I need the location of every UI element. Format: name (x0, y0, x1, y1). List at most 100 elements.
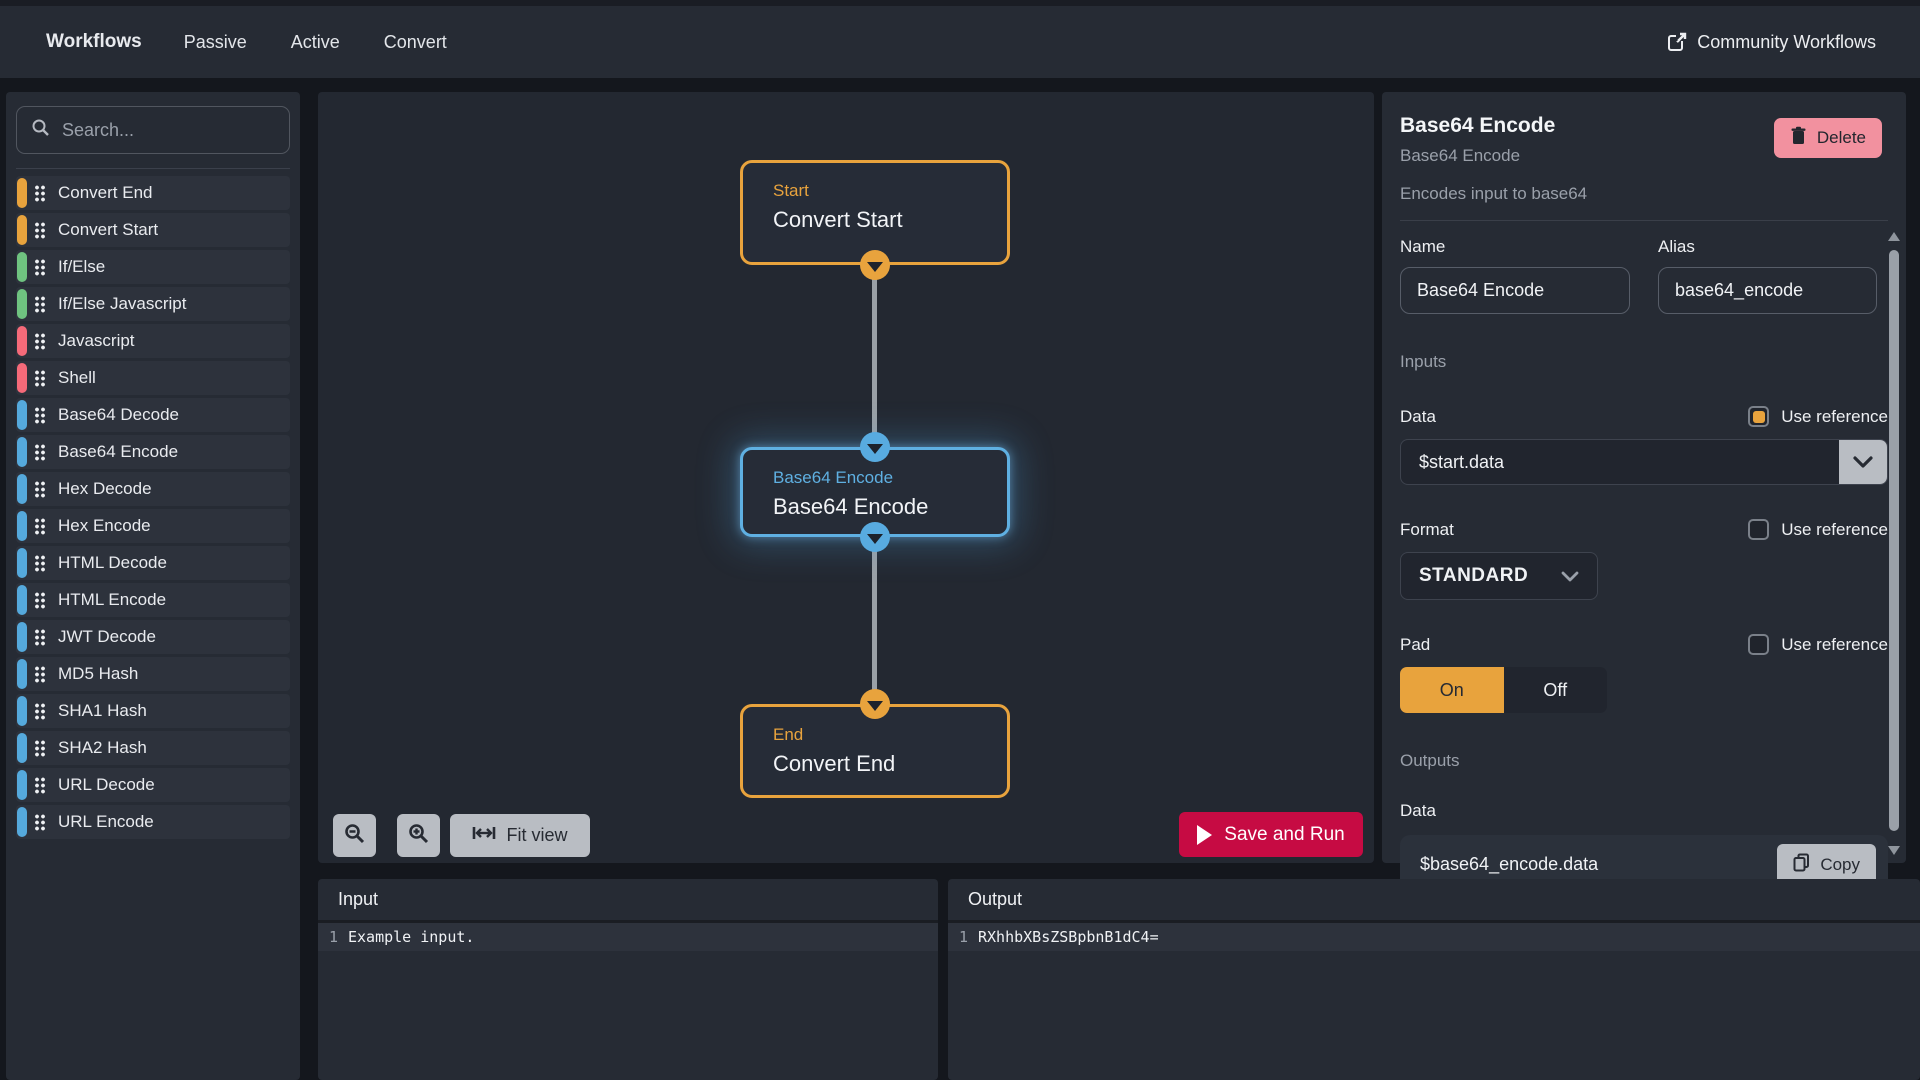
copy-button[interactable]: Copy (1777, 843, 1876, 886)
palette-item[interactable]: Base64 Decode (16, 398, 290, 432)
node-name: Convert End (773, 751, 896, 776)
format-use-reference-checkbox[interactable] (1748, 519, 1770, 540)
name-input[interactable] (1400, 267, 1630, 314)
save-and-run-label: Save and Run (1224, 823, 1345, 845)
drag-handle-icon (34, 443, 45, 461)
tab-active[interactable]: Active (290, 31, 340, 52)
format-select[interactable]: STANDARD (1400, 552, 1598, 600)
drag-handle-icon (34, 702, 45, 720)
input-line[interactable]: 1 Example input. (318, 923, 938, 951)
palette-item[interactable]: MD5 Hash (16, 657, 290, 691)
palette-item-accent (17, 733, 27, 763)
palette-item[interactable]: Base64 Encode (16, 435, 290, 469)
node-name: Convert Start (773, 207, 903, 232)
palette-item[interactable]: Convert End (16, 176, 290, 210)
palette-item-accent (17, 659, 27, 689)
input-line-text: Example input. (348, 928, 475, 946)
tab-passive[interactable]: Passive (183, 31, 247, 52)
palette-item-label: Hex Decode (58, 479, 152, 498)
palette-item-label: Convert End (58, 183, 153, 202)
palette-item-label: HTML Decode (58, 553, 167, 572)
search-icon (31, 118, 50, 142)
palette-item-accent (17, 807, 27, 837)
node-kind-label: Start (773, 181, 809, 200)
palette-item[interactable]: HTML Decode (16, 546, 290, 580)
palette-item[interactable]: Shell (16, 361, 290, 395)
scroll-down-icon[interactable] (1888, 846, 1900, 855)
palette-item-label: If/Else (58, 257, 106, 276)
palette-item-label: JWT Decode (58, 627, 156, 646)
copy-icon (1793, 853, 1810, 877)
handle-encode-input[interactable] (860, 432, 890, 462)
zoom-out-icon (344, 823, 365, 849)
community-workflows-link[interactable]: Community Workflows (1667, 32, 1876, 53)
pad-use-reference[interactable]: Use reference (1748, 634, 1888, 655)
palette-item-accent (17, 400, 27, 430)
line-number: 1 (328, 928, 338, 946)
zoom-in-button[interactable] (397, 814, 440, 857)
zoom-out-button[interactable] (333, 814, 376, 857)
palette-item[interactable]: Hex Decode (16, 472, 290, 506)
palette-item-accent (17, 474, 27, 504)
save-and-run-button[interactable]: Save and Run (1179, 812, 1363, 857)
checkbox-checked-fill (1752, 410, 1765, 423)
palette-item[interactable]: Convert Start (16, 213, 290, 247)
workflow-canvas[interactable]: Start Convert Start Base64 Encode Base64… (318, 92, 1374, 863)
handle-start-output[interactable] (860, 250, 890, 280)
palette-item-label: If/Else Javascript (58, 294, 187, 313)
scrollbar-thumb[interactable] (1889, 250, 1899, 831)
pad-off-button[interactable]: Off (1503, 667, 1607, 713)
palette-item[interactable]: If/Else Javascript (16, 287, 290, 321)
use-reference-label: Use reference (1781, 634, 1888, 654)
data-reference-select[interactable]: $start.data (1400, 439, 1888, 485)
format-use-reference[interactable]: Use reference (1748, 519, 1888, 540)
data-reference-dropdown-button[interactable] (1839, 440, 1887, 484)
palette-item-accent (17, 585, 27, 615)
pad-on-button[interactable]: On (1400, 667, 1504, 713)
palette-item-label: Convert Start (58, 220, 159, 239)
name-field: Name (1400, 237, 1630, 314)
palette-item-accent (17, 252, 27, 282)
outputs-heading: Outputs (1400, 751, 1460, 770)
palette-item[interactable]: URL Decode (16, 768, 290, 802)
handle-encode-output[interactable] (860, 522, 890, 552)
palette-item[interactable]: Javascript (16, 324, 290, 358)
palette-item-accent (17, 770, 27, 800)
palette-item[interactable]: HTML Encode (16, 583, 290, 617)
name-alias-row: Name Alias (1400, 237, 1888, 314)
palette-item[interactable]: Hex Encode (16, 509, 290, 543)
palette-item-accent (17, 326, 27, 356)
palette-item-label: Shell (58, 368, 96, 387)
pad-use-reference-checkbox[interactable] (1748, 634, 1770, 655)
search-input[interactable] (62, 119, 275, 141)
fit-view-button[interactable]: Fit view (450, 814, 590, 857)
output-line[interactable]: 1 RXhhbXBsZSBpbnB1dC4= (948, 923, 1920, 951)
output-panel: Output 1 RXhhbXBsZSBpbnB1dC4= (948, 879, 1920, 1080)
palette-item[interactable]: SHA2 Hash (16, 731, 290, 765)
palette-item-accent (17, 437, 27, 467)
inspector-scrollbar[interactable] (1887, 232, 1901, 855)
node-palette-sidebar: Convert End Convert Start If/Else If/Els… (6, 92, 300, 1080)
data-label: Data (1400, 406, 1436, 426)
drag-handle-icon (34, 813, 45, 831)
alias-input[interactable] (1658, 267, 1877, 314)
palette-item-accent (17, 548, 27, 578)
use-reference-label: Use reference (1781, 406, 1888, 426)
data-use-reference-checkbox[interactable] (1748, 406, 1770, 427)
delete-node-button[interactable]: Delete (1773, 118, 1882, 158)
palette-item[interactable]: URL Encode (16, 805, 290, 839)
play-icon (1197, 824, 1213, 845)
palette-item[interactable]: If/Else (16, 250, 290, 284)
use-reference-label: Use reference (1781, 519, 1888, 539)
palette-item[interactable]: SHA1 Hash (16, 694, 290, 728)
drag-handle-icon (34, 517, 45, 535)
fit-view-icon (472, 824, 496, 847)
scroll-up-icon[interactable] (1888, 232, 1900, 241)
tab-convert[interactable]: Convert (383, 31, 447, 52)
palette-item-accent (17, 363, 27, 393)
handle-end-input[interactable] (860, 689, 890, 719)
search-box[interactable] (16, 106, 290, 154)
format-value: STANDARD (1419, 565, 1529, 586)
data-use-reference[interactable]: Use reference (1748, 406, 1888, 427)
palette-item[interactable]: JWT Decode (16, 620, 290, 654)
